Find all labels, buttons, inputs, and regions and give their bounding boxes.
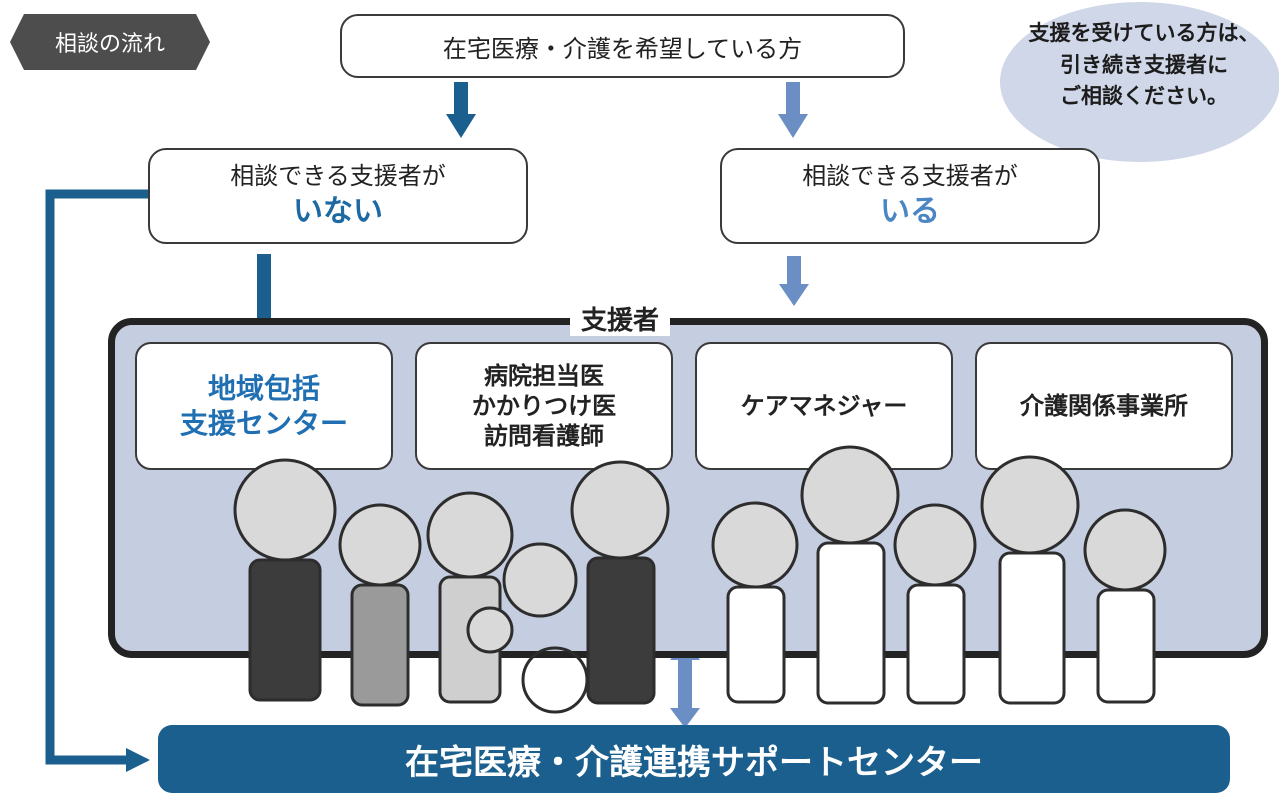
arrow-left-to-support-center: [45, 189, 150, 772]
question-emph-none: いない: [293, 193, 383, 229]
supporter-care-manager: ケアマネジャー: [695, 342, 953, 470]
supporter-doctors-nurses: 病院担当医 かかりつけ医 訪問看護師: [415, 342, 673, 470]
flow-tag: 相談の流れ: [10, 14, 210, 70]
supporter-community-center: 地域包括 支援センター: [135, 342, 393, 470]
supporter-care-providers: 介護関係事業所: [975, 342, 1233, 470]
panel-title: 支援者: [570, 300, 670, 336]
bubble-text: 支援を受けている方は、 引き続き支援者に ご相談ください。: [1028, 21, 1260, 108]
top-box: 在宅医療・介護を希望している方: [340, 14, 905, 78]
arrow-top-to-right: [778, 82, 808, 138]
support-center-bar: 在宅医療・介護連携サポートセンター: [158, 725, 1230, 793]
arrow-top-to-left: [446, 82, 476, 138]
question-emph-have: いる: [880, 193, 940, 229]
arrow-right-to-panel: [779, 256, 809, 306]
question-has-supporter: 相談できる支援者が いる: [720, 148, 1100, 244]
question-line: 相談できる支援者が: [802, 161, 1018, 190]
question-no-supporter: 相談できる支援者が いない: [148, 148, 528, 244]
question-line: 相談できる支援者が: [230, 161, 446, 190]
